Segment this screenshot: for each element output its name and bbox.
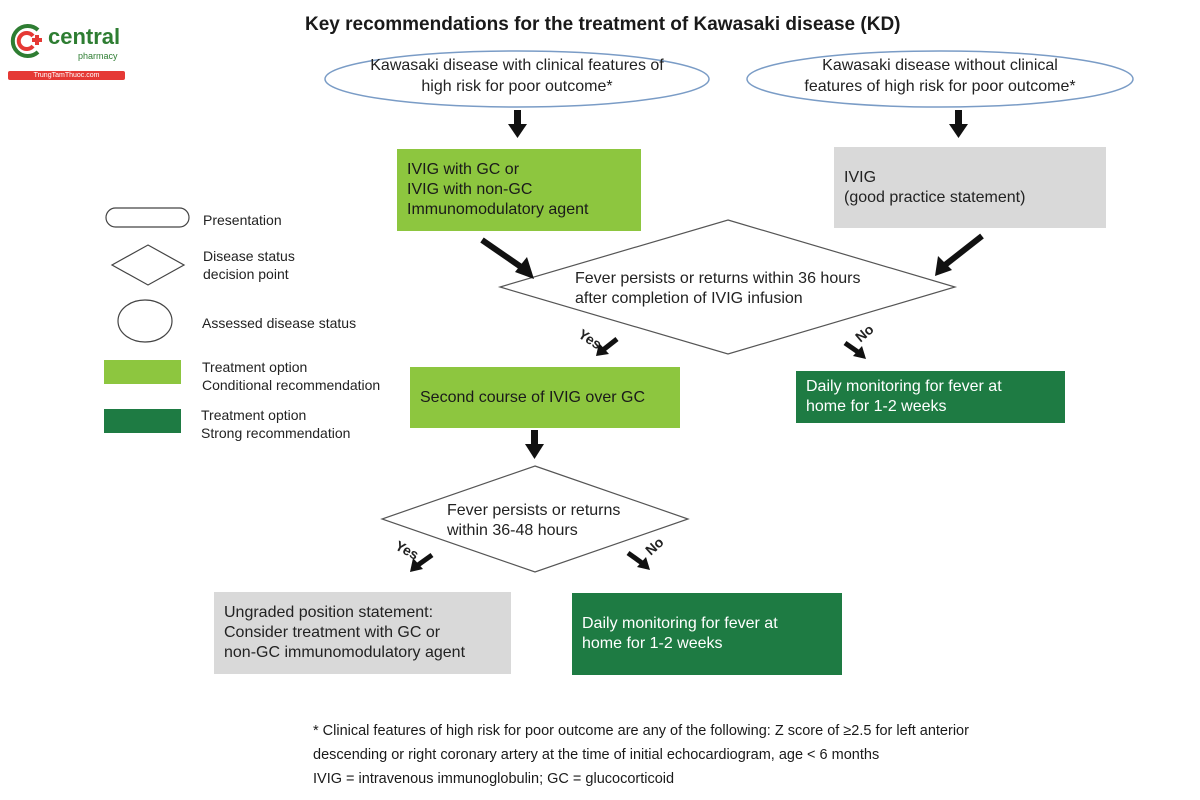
node-high-risk-line1: Kawasaki disease with clinical features … bbox=[370, 57, 664, 74]
decision-diamond-36-48h bbox=[380, 465, 690, 573]
decision-diamond-36h bbox=[497, 219, 958, 355]
brand-name: central bbox=[48, 24, 121, 49]
node-daily2-line1: Daily monitoring for fever at bbox=[582, 615, 778, 632]
node-ungraded-line1: Ungraded position statement: bbox=[224, 604, 434, 621]
arrow-ivig-gc-to-decision-line bbox=[480, 237, 526, 272]
footnote-line3: IVIG = intravenous immunoglobulin; GC = … bbox=[313, 771, 675, 787]
legend-decision-label: Disease status decision point bbox=[203, 247, 295, 283]
node-ungraded-line3: non-GC immunomodulatory agent bbox=[224, 644, 466, 661]
arrow-yes1-line bbox=[601, 337, 619, 352]
arrow-yes2-line bbox=[416, 552, 434, 568]
node-daily1-line1: Daily monitoring for fever at bbox=[806, 378, 1002, 395]
node-decision2-line2: within 36-48 hours bbox=[447, 522, 578, 539]
node-low-risk: Kawasaki disease without clinical featur… bbox=[752, 55, 1128, 97]
brand-url: TrungTamThuoc.com bbox=[8, 71, 125, 80]
node-second-course: Second course of IVIG over GC bbox=[410, 367, 680, 428]
node-ivig-good-practice: IVIG (good practice statement) bbox=[834, 147, 1106, 228]
brand-subtitle: pharmacy bbox=[78, 51, 118, 61]
node-ivig-good-line2: (good practice statement) bbox=[844, 188, 1026, 206]
legend-assessed-label: Assessed disease status bbox=[202, 315, 357, 331]
node-daily-monitoring-1: Daily monitoring for fever at home for 1… bbox=[796, 371, 1065, 423]
legend-strong-swatch bbox=[104, 409, 181, 433]
node-low-risk-line2: features of high risk for poor outcome* bbox=[804, 78, 1076, 95]
node-ivig-gc-line1: IVIG with GC or bbox=[407, 161, 520, 178]
legend-strong-label: Treatment option Strong recommendation bbox=[201, 406, 350, 442]
node-ivig-gc-line3: Immunomodulatory agent bbox=[407, 201, 589, 218]
legend-conditional-line1: Treatment option bbox=[202, 359, 308, 375]
arrow-no2-line bbox=[626, 550, 644, 566]
node-decision-36h: Fever persists or returns within 36 hour… bbox=[575, 269, 915, 309]
legend-decision-shape bbox=[110, 244, 186, 286]
node-daily1-line2: home for 1-2 weeks bbox=[806, 398, 947, 415]
arrow-low-risk-to-ivig bbox=[949, 110, 968, 138]
legend-presentation-label: Presentation bbox=[203, 212, 282, 228]
arrow-no1-head bbox=[853, 346, 866, 359]
legend-conditional-label: Treatment option Conditional recommendat… bbox=[202, 358, 380, 394]
presentation-oval-high-risk bbox=[324, 50, 710, 108]
arrow-ivig-to-decision-line bbox=[943, 233, 984, 268]
node-decision-36-48h: Fever persists or returns within 36-48 h… bbox=[447, 501, 667, 541]
node-ivig-gc-line2: IVIG with non-GC bbox=[407, 181, 533, 198]
legend-presentation-shape bbox=[105, 207, 190, 228]
node-decision1-line1: Fever persists or returns within 36 hour… bbox=[575, 270, 861, 287]
arrow-yes1-head bbox=[596, 343, 609, 356]
legend-strong-line2: Strong recommendation bbox=[201, 425, 351, 441]
footnote-line1: * Clinical features of high risk for poo… bbox=[313, 723, 969, 739]
brand-logo-mark bbox=[8, 22, 46, 65]
arrow-yes2-head bbox=[410, 558, 423, 572]
node-high-risk: Kawasaki disease with clinical features … bbox=[330, 55, 704, 97]
legend-strong-line1: Treatment option bbox=[201, 407, 307, 423]
node-low-risk-line1: Kawasaki disease without clinical bbox=[822, 57, 1058, 74]
arrow-high-risk-to-ivig-gc bbox=[508, 110, 527, 138]
diagram-title: Key recommendations for the treatment of… bbox=[305, 14, 901, 35]
arrow-ivig-gc-to-decision-head bbox=[515, 257, 534, 279]
node-decision1-line2: after completion of IVIG infusion bbox=[575, 290, 803, 307]
node-ungraded-statement: Ungraded position statement: Consider tr… bbox=[214, 592, 511, 674]
node-decision2-line1: Fever persists or returns bbox=[447, 502, 621, 519]
arrow-no2-head bbox=[637, 557, 650, 570]
presentation-oval-low-risk bbox=[746, 50, 1134, 108]
legend-conditional-swatch bbox=[104, 360, 181, 384]
arrow-no1-line bbox=[843, 340, 860, 355]
legend-conditional-line2: Conditional recommendation bbox=[202, 377, 381, 393]
node-ivig-with-gc: IVIG with GC or IVIG with non-GC Immunom… bbox=[397, 149, 641, 231]
node-daily-monitoring-2: Daily monitoring for fever at home for 1… bbox=[572, 593, 842, 675]
arrow-ivig-to-decision-head bbox=[935, 256, 952, 276]
footnote-line2: descending or right coronary artery at t… bbox=[313, 747, 880, 763]
node-ungraded-line2: Consider treatment with GC or bbox=[224, 624, 441, 641]
node-second-course-text: Second course of IVIG over GC bbox=[420, 388, 645, 406]
node-ivig-good-line1: IVIG bbox=[844, 168, 877, 186]
legend-decision-line2: decision point bbox=[203, 266, 289, 282]
legend-assessed-shape bbox=[117, 299, 173, 343]
node-daily2-line2: home for 1-2 weeks bbox=[582, 635, 723, 652]
node-high-risk-line2: high risk for poor outcome* bbox=[421, 78, 613, 95]
legend-decision-line1: Disease status bbox=[203, 248, 295, 264]
arrow-second-course-to-decision2 bbox=[525, 430, 544, 459]
